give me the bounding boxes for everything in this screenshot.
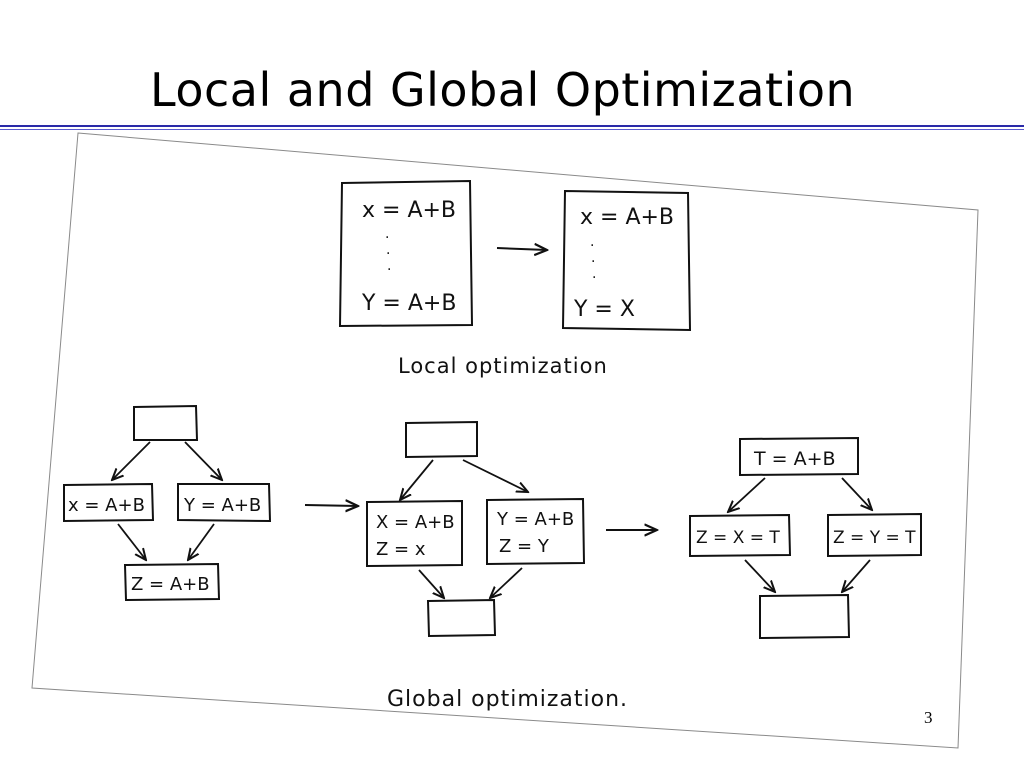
global-middle-right-block xyxy=(486,497,586,566)
local-before-dot: · xyxy=(386,246,390,262)
global-middle-left-line1: X = A+B xyxy=(376,512,455,533)
global-arrow-1 xyxy=(304,505,358,506)
global-middle-graph: X = A+B Z = x Y = A+B Z = Y xyxy=(366,420,586,638)
global-before-bottom-text: Z = A+B xyxy=(131,574,210,595)
local-caption: Local optimization xyxy=(398,354,608,378)
global-middle-right-line2: Z = Y xyxy=(499,536,550,557)
global-after-exit-block xyxy=(759,593,851,640)
global-after-top-text: T = A+B xyxy=(753,448,836,470)
global-after-right-block xyxy=(827,512,922,558)
global-middle-left-line2: Z = x xyxy=(376,539,426,560)
local-before-dot: · xyxy=(385,230,389,246)
local-after-line1: x = A+B xyxy=(580,205,674,230)
global-middle-left-block xyxy=(366,499,463,568)
global-caption: Global optimization. xyxy=(387,687,628,712)
global-before-left-block xyxy=(63,482,155,523)
global-before-right-block xyxy=(177,483,272,523)
local-before-box: x = A+B · · · Y = A+B xyxy=(338,179,474,328)
global-after-graph: T = A+B Z = X = T Z = Y = T xyxy=(689,436,922,640)
slide-title: Local and Global Optimization xyxy=(150,63,856,117)
global-after-right-text: Z = Y = T xyxy=(833,528,916,548)
local-before-line1: x = A+B xyxy=(362,198,456,223)
global-before-left-text: x = A+B xyxy=(68,495,145,516)
page-number: 3 xyxy=(924,708,933,727)
global-before-bottom-block xyxy=(123,562,221,602)
local-before-dot: · xyxy=(387,262,391,278)
local-before-line2: Y = A+B xyxy=(361,291,456,316)
global-after-left-text: Z = X = T xyxy=(696,528,780,548)
global-middle-right-line1: Y = A+B xyxy=(496,509,574,530)
local-after-dot: · xyxy=(590,238,594,254)
global-middle-entry-block xyxy=(405,420,478,459)
global-middle-exit-block xyxy=(426,598,497,638)
local-after-box: x = A+B · · · Y = X xyxy=(561,189,692,332)
global-before-graph: x = A+B Y = A+B Z = A+B xyxy=(63,404,272,602)
global-before-right-text: Y = A+B xyxy=(183,495,261,516)
global-after-top-block xyxy=(739,436,859,477)
paper-sheet xyxy=(31,132,979,749)
local-after-dot: · xyxy=(591,254,595,270)
local-arrow xyxy=(496,248,547,250)
local-after-line2: Y = X xyxy=(573,297,635,322)
global-before-entry-block xyxy=(133,404,199,441)
global-after-left-block xyxy=(689,513,792,558)
local-after-dot: · xyxy=(592,270,596,286)
title-rule-thin xyxy=(0,129,1024,130)
title-rule xyxy=(0,125,1024,127)
